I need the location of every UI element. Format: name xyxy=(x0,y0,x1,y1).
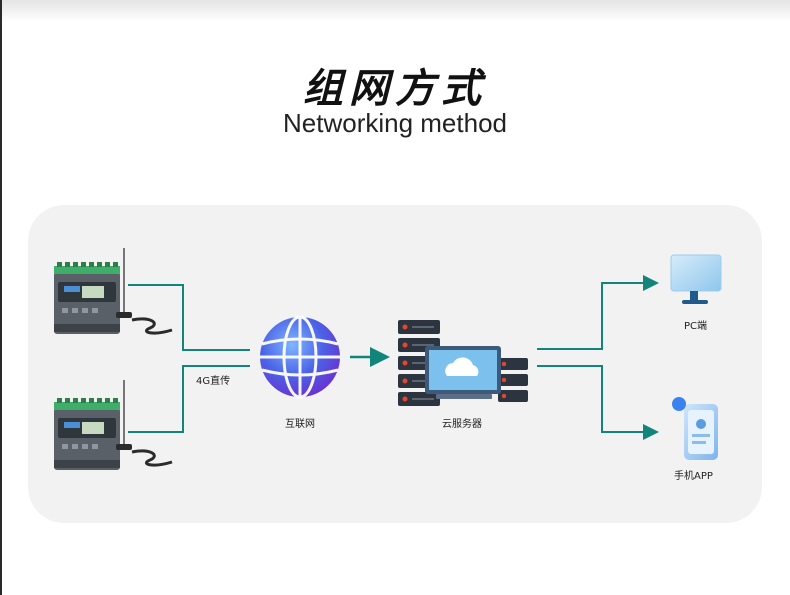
meter-device-icon-2 xyxy=(54,398,120,470)
page-subtitle: Networking method xyxy=(283,108,507,138)
internet-label: 互联网 xyxy=(285,419,315,430)
app-label: 手机APP xyxy=(674,471,713,482)
antenna-icon xyxy=(116,248,173,335)
pc-label: PC端 xyxy=(684,321,708,332)
globe-icon xyxy=(260,315,340,399)
page-title: 组网方式 xyxy=(303,66,487,112)
top-shade xyxy=(0,0,790,22)
monitor-icon xyxy=(670,254,722,304)
cloud-icon xyxy=(425,346,501,399)
antenna-icon-2 xyxy=(116,380,173,467)
connector-left xyxy=(128,284,250,433)
cloud-server-label: 云服务器 xyxy=(442,419,482,430)
meter-device-icon xyxy=(54,262,120,334)
connector-right xyxy=(537,275,659,440)
diagram-panel xyxy=(28,205,762,523)
link-label: 4G直传 xyxy=(196,376,231,387)
phone-app-icon xyxy=(672,397,718,460)
left-edge xyxy=(0,0,2,595)
